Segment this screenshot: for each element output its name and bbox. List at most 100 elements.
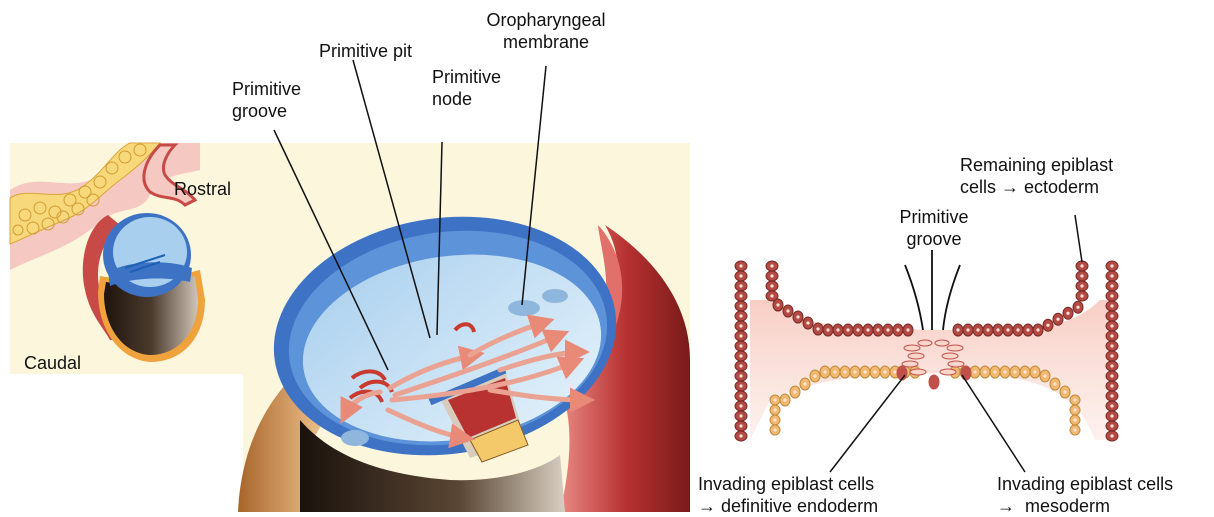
ectoderm-cell-nucleus xyxy=(1110,324,1113,327)
endoderm-cell-nucleus xyxy=(1033,370,1036,373)
endoderm-cell-nucleus xyxy=(1003,370,1006,373)
ectoderm-cell-nucleus xyxy=(739,354,742,357)
ectoderm-cell-nucleus xyxy=(1110,374,1113,377)
label-primitive-pit: Primitive pit xyxy=(319,40,412,62)
ectoderm-cell-nucleus xyxy=(986,328,989,331)
ectoderm-cell-nucleus xyxy=(1080,264,1083,267)
label-oropharyngeal-membrane: Oropharyngeal membrane xyxy=(471,9,621,53)
ectoderm-cell-nucleus xyxy=(956,328,959,331)
ectoderm-cell-nucleus xyxy=(906,328,909,331)
ectoderm-cell-nucleus xyxy=(770,274,773,277)
ectoderm-cell-nucleus xyxy=(866,328,869,331)
ectoderm-cell-nucleus xyxy=(976,328,979,331)
ectoderm-cell-nucleus xyxy=(806,321,809,324)
ectoderm-cell-nucleus xyxy=(1110,404,1113,407)
ectoderm-cell-nucleus xyxy=(739,374,742,377)
ectoderm-cell-nucleus xyxy=(1046,324,1049,327)
endoderm-cell-nucleus xyxy=(863,370,866,373)
endoderm-cell-nucleus xyxy=(843,370,846,373)
ectoderm-cell-nucleus xyxy=(739,414,742,417)
endoderm-cell-nucleus xyxy=(1073,428,1076,431)
ectoderm-cell-nucleus xyxy=(739,324,742,327)
disc-spot xyxy=(542,289,568,303)
ectoderm-cell-nucleus xyxy=(739,434,742,437)
endoderm-cell-nucleus xyxy=(1073,408,1076,411)
ectoderm-cell-nucleus xyxy=(770,284,773,287)
cross-section-panel xyxy=(735,215,1118,472)
ectoderm-cell-nucleus xyxy=(770,294,773,297)
ectoderm-cell-nucleus xyxy=(836,328,839,331)
endoderm-cell-nucleus xyxy=(793,390,796,393)
ectoderm-cell-nucleus xyxy=(739,304,742,307)
endoderm-cell-nucleus xyxy=(773,428,776,431)
ectoderm-cell-nucleus xyxy=(1110,344,1113,347)
ectoderm-cell-nucleus xyxy=(886,328,889,331)
label-invading-mesoderm: Invading epiblast cells → mesoderm xyxy=(997,473,1173,517)
ectoderm-cell-nucleus xyxy=(896,328,899,331)
label-remaining-epiblast: Remaining epiblast cells → ectoderm xyxy=(960,154,1113,198)
endoderm-cells xyxy=(770,366,1080,435)
endoderm-cell-nucleus xyxy=(783,398,786,401)
label-primitive-groove: Primitive groove xyxy=(232,78,301,122)
ectoderm-cell-nucleus xyxy=(876,328,879,331)
ectoderm-cell-nucleus xyxy=(1110,434,1113,437)
ectoderm-cell-nucleus xyxy=(739,284,742,287)
ectoderm-cell-nucleus xyxy=(770,264,773,267)
endoderm-cell-nucleus xyxy=(803,382,806,385)
endoderm-cell-nucleus xyxy=(1043,374,1046,377)
ectoderm-cell-nucleus xyxy=(1006,328,1009,331)
ectoderm-cell-nucleus xyxy=(739,404,742,407)
ectoderm-cell-nucleus xyxy=(1110,314,1113,317)
endoderm-cell-nucleus xyxy=(1073,398,1076,401)
endoderm-cell-nucleus xyxy=(833,370,836,373)
endoderm-cell-nucleus xyxy=(993,370,996,373)
ectoderm-cell-nucleus xyxy=(846,328,849,331)
endoderm-cell-nucleus xyxy=(893,370,896,373)
ectoderm-cell-nucleus xyxy=(1110,304,1113,307)
ectoderm-cell-nucleus xyxy=(856,328,859,331)
endoderm-cell-nucleus xyxy=(883,370,886,373)
ectoderm-cell-nucleus xyxy=(739,294,742,297)
cloacal-spot xyxy=(341,430,369,446)
ectoderm-cell-nucleus xyxy=(826,328,829,331)
ectoderm-cell-nucleus xyxy=(739,384,742,387)
ectoderm-cell-nucleus xyxy=(1110,414,1113,417)
ectoderm-cell-nucleus xyxy=(1080,294,1083,297)
endoderm-cell-nucleus xyxy=(1013,370,1016,373)
ectoderm-cell-nucleus xyxy=(1036,328,1039,331)
ectoderm-cell-nucleus xyxy=(1110,384,1113,387)
ectoderm-cell-nucleus xyxy=(739,334,742,337)
endoderm-cell-nucleus xyxy=(823,370,826,373)
endoderm-cell-nucleus xyxy=(813,374,816,377)
ectoderm-cell-nucleus xyxy=(1110,264,1113,267)
endoderm-cell-nucleus xyxy=(773,398,776,401)
main-panel xyxy=(238,60,690,512)
label-primitive-node: Primitive node xyxy=(432,66,501,110)
ectoderm-cell-nucleus xyxy=(996,328,999,331)
ectoderm-cell-nucleus xyxy=(1076,306,1079,309)
ectoderm-cell-nucleus xyxy=(1110,354,1113,357)
ectoderm-cell-nucleus xyxy=(1110,294,1113,297)
endoderm-cell-nucleus xyxy=(773,408,776,411)
ectoderm-cell-nucleus xyxy=(966,328,969,331)
ectoderm-cell-nucleus xyxy=(816,327,819,330)
endoderm-cell-nucleus xyxy=(1073,418,1076,421)
label-invading-endoderm: Invading epiblast cells → definitive end… xyxy=(698,473,878,517)
ectoderm-cell-nucleus xyxy=(1110,424,1113,427)
ectoderm-cell-nucleus xyxy=(1080,284,1083,287)
oropharyngeal-spot xyxy=(508,300,540,316)
endoderm-cell-nucleus xyxy=(1053,382,1056,385)
ectoderm-cell-nucleus xyxy=(1110,274,1113,277)
endoderm-cell-nucleus xyxy=(853,370,856,373)
ectoderm-cell-nucleus xyxy=(1110,284,1113,287)
endoderm-cell-nucleus xyxy=(983,370,986,373)
endoderm-cell-nucleus xyxy=(1023,370,1026,373)
ectoderm-cell-nucleus xyxy=(1110,394,1113,397)
ectoderm-cell-nucleus xyxy=(739,264,742,267)
label-caudal: Caudal xyxy=(24,352,81,374)
ectoderm-cell-nucleus xyxy=(1110,334,1113,337)
endoderm-cell-nucleus xyxy=(973,370,976,373)
groove-arrows xyxy=(905,250,960,330)
endoderm-cell-nucleus xyxy=(873,370,876,373)
